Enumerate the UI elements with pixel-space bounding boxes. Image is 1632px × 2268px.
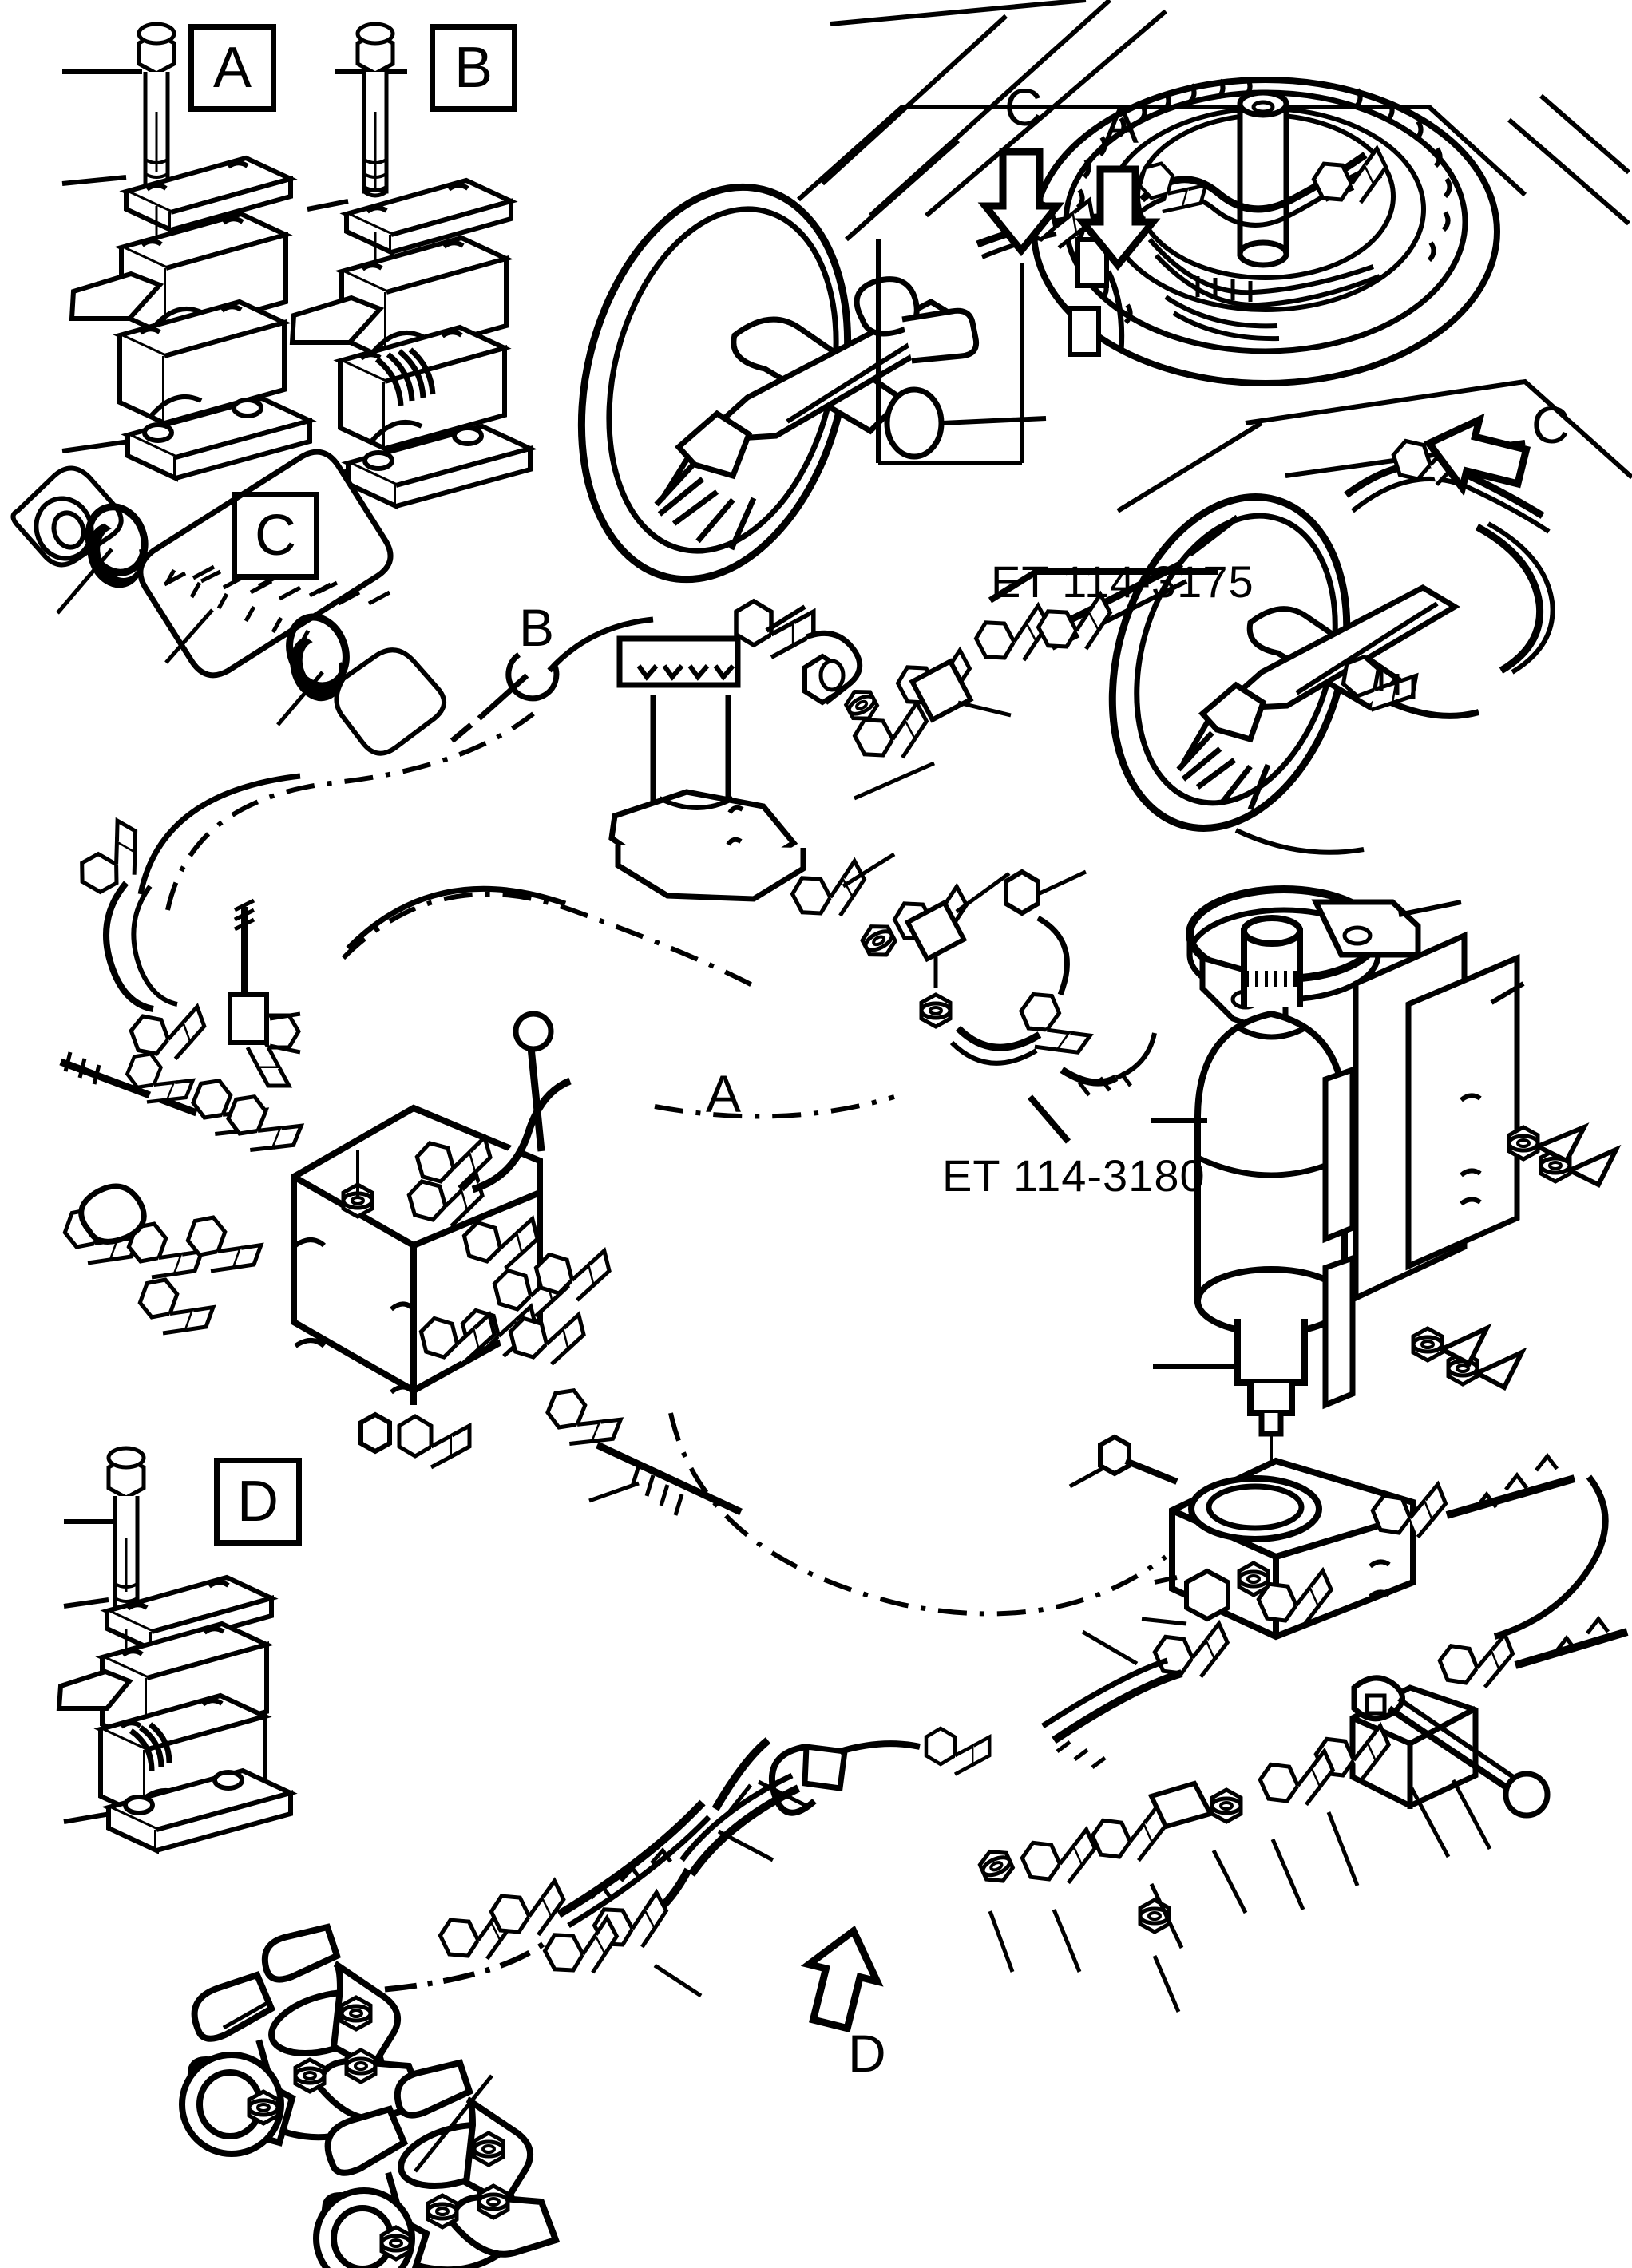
arrow-left-c-right: [1423, 413, 1531, 497]
accumulator-assembly: [1068, 885, 1622, 1641]
hose-routing-centerlines: [165, 711, 1167, 1617]
part-number-leaders: [988, 514, 1240, 1144]
detail-box-b: B: [430, 24, 517, 112]
section-arrows: [800, 148, 1531, 2033]
section-marker-b-mid: B: [519, 598, 555, 657]
hydraulic-motors: [179, 1923, 561, 2268]
leader-et-114-3175-tail: [1187, 514, 1240, 557]
clamp-stack-d: [56, 1448, 291, 1850]
clamp-stack-b: [289, 24, 530, 506]
clamp-stack-a: [61, 24, 310, 478]
detail-box-c: C: [232, 492, 319, 580]
leader-et-114-3175: [988, 568, 1218, 604]
middle-hose-fittings: [450, 560, 1188, 1097]
section-marker-a-mid: A: [706, 1064, 742, 1123]
section-marker-c-right: C: [1531, 395, 1570, 454]
detail-box-d: D: [214, 1458, 302, 1546]
sleeve-kit-c: [10, 449, 446, 756]
part-number-et-114-3180: ET 114-3180: [942, 1150, 1206, 1201]
bottom-hose-network: [222, 1728, 989, 2173]
section-marker-a-top: A: [1103, 95, 1139, 154]
valve-manifold-assembly: [57, 816, 743, 1516]
section-marker-c-top: C: [1004, 77, 1043, 137]
section-marker-d-bottom: D: [848, 2024, 886, 2083]
leader-et-114-3180: [1027, 1094, 1071, 1144]
bottom-right-fittings: [976, 1452, 1629, 2013]
part-number-et-114-3175: ET 114-3175: [991, 556, 1254, 607]
hose-routing-solid: [137, 773, 567, 951]
arrow-down-a-top: [1075, 165, 1161, 271]
detail-box-a: A: [188, 24, 276, 112]
track-frame-assembly: [577, 0, 1632, 855]
arrow-down-c-top: [977, 148, 1065, 257]
arrow-up-d-bottom: [800, 1925, 884, 2033]
